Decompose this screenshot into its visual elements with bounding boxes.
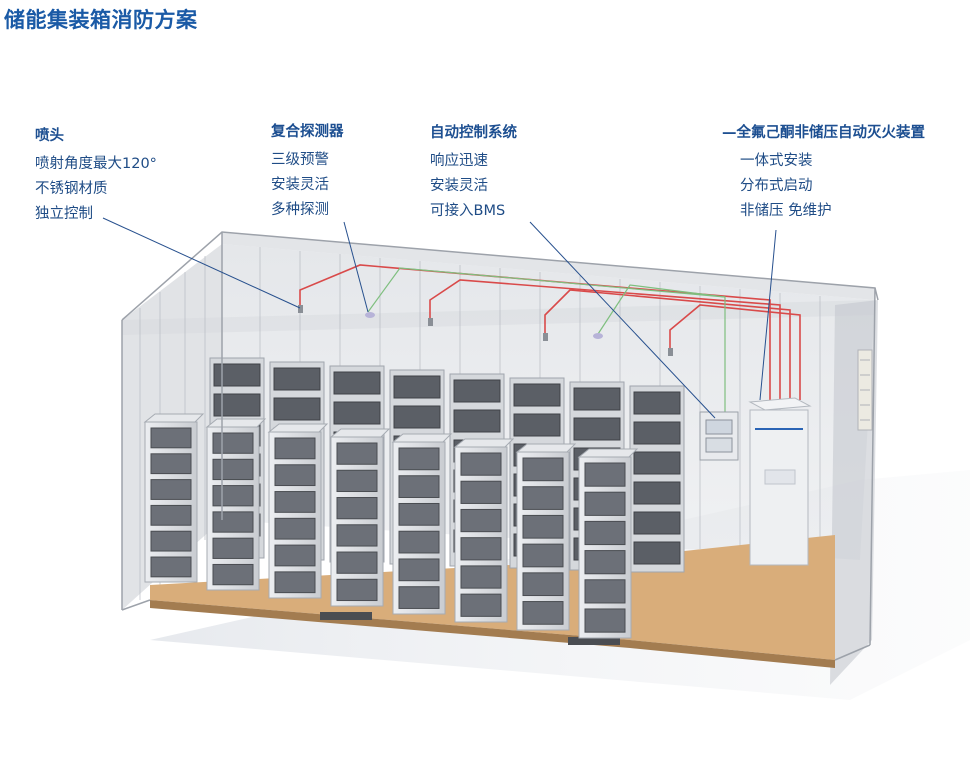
callout-control-line: 响应迅速 <box>430 153 488 169</box>
control-panel <box>699 411 739 461</box>
ceiling-devices <box>298 305 673 356</box>
callout-device-line: 一体式安装 <box>740 153 813 169</box>
front-rack <box>515 443 577 631</box>
callout-device-line: 分布式启动 <box>740 178 813 194</box>
front-rack <box>329 428 391 607</box>
nozzle-icon <box>298 305 303 313</box>
callout-nozzle-line: 不锈钢材质 <box>35 181 108 197</box>
callout-nozzle-line: 喷射角度最大120° <box>35 156 157 172</box>
callout-nozzle-heading: 喷头 <box>35 128 64 144</box>
front-rack <box>453 438 515 623</box>
nozzle-icon <box>428 318 433 326</box>
leader-device <box>759 229 777 401</box>
container-frame <box>121 231 879 661</box>
callout-nozzle-line: 独立控制 <box>35 206 93 222</box>
callout-control-line: 可接入BMS <box>430 203 506 219</box>
leader-nozzle <box>102 217 301 309</box>
detector-icon <box>593 333 603 339</box>
front-rack <box>143 413 205 583</box>
callout-detector-line: 安装灵活 <box>271 177 329 193</box>
front-battery-racks <box>143 413 639 639</box>
callout-control-line: 安装灵活 <box>430 178 488 194</box>
detector-icon <box>365 312 375 318</box>
page-title: 储能集装箱消防方案 <box>4 8 198 32</box>
front-rack <box>267 423 329 599</box>
callout-detector-heading: 复合探测器 <box>271 124 344 140</box>
back-rack <box>629 385 685 573</box>
leader-detector <box>343 221 369 313</box>
extinguishing-cabinet <box>748 397 812 566</box>
nozzle-icon <box>543 333 548 341</box>
signal-wiring <box>367 267 726 420</box>
callout-detector: 复合探测器 三级预警 安装灵活 多种探测 <box>271 123 344 223</box>
nozzle-icon <box>668 348 673 356</box>
callout-detector-line: 三级预警 <box>271 152 329 168</box>
callout-control-heading: 自动控制系统 <box>430 125 517 141</box>
callout-extinguishing-device: —全氟己酮非储压自动灭火装置 一体式安装 分布式启动 非储压 免维护 <box>722 124 925 224</box>
leader-control <box>529 221 716 419</box>
callout-detector-line: 多种探测 <box>271 202 329 218</box>
callout-nozzle: 喷头 喷射角度最大120° 不锈钢材质 独立控制 <box>35 127 157 227</box>
container-ceiling <box>222 232 875 300</box>
callout-control-system: 自动控制系统 响应迅速 安装灵活 可接入BMS <box>430 124 517 224</box>
front-rack <box>391 433 453 615</box>
fork-pocket <box>568 637 620 645</box>
callout-device-line: 非储压 免维护 <box>740 203 832 219</box>
container-front-top <box>122 300 875 335</box>
front-rack <box>577 448 639 639</box>
callout-leaders <box>102 217 777 419</box>
fire-pipe-network <box>299 264 801 400</box>
end-door <box>857 349 873 431</box>
fork-pocket <box>320 612 372 620</box>
callout-device-heading: —全氟己酮非储压自动灭火装置 <box>722 125 925 141</box>
front-rack <box>205 418 267 591</box>
